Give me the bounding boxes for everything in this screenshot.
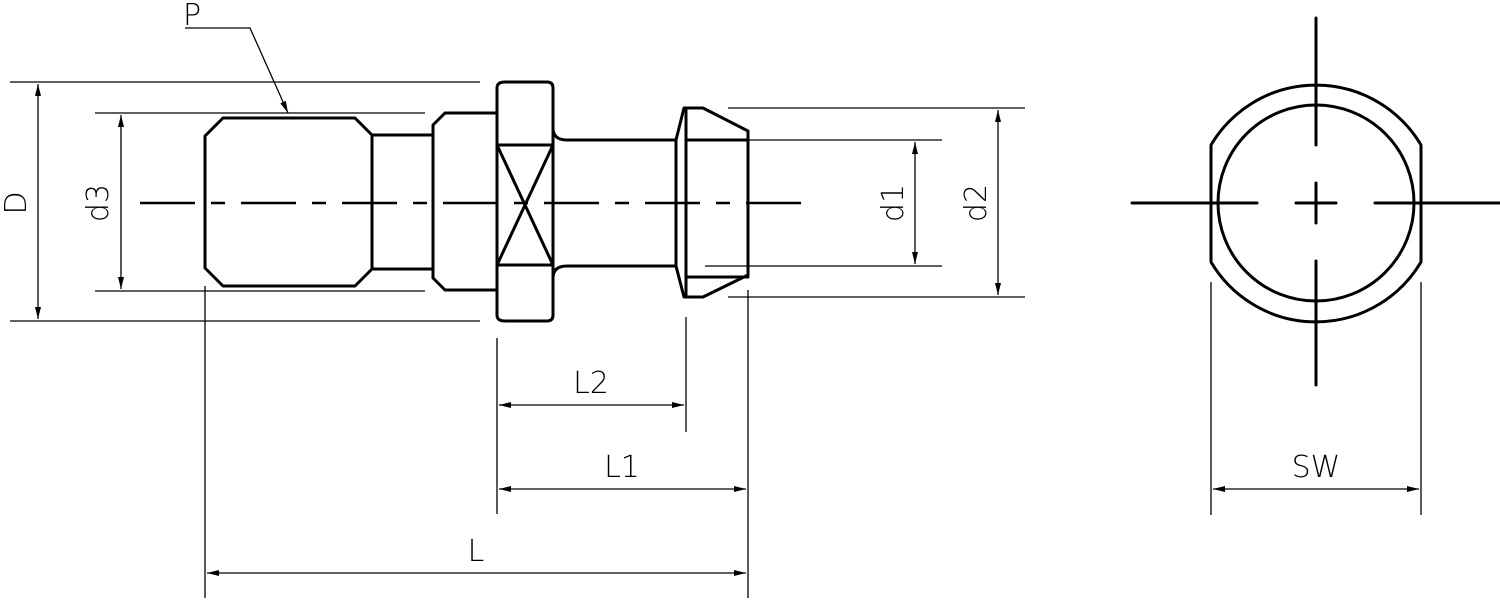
end-center-cross	[1130, 16, 1500, 387]
label-L: L	[468, 534, 485, 569]
hex-flat-lines	[495, 143, 555, 267]
shank	[551, 126, 678, 280]
label-d1: d1	[876, 184, 911, 222]
label-P: P	[183, 0, 201, 33]
end-view: SW	[1130, 16, 1500, 515]
label-d2: d2	[959, 184, 994, 222]
stud-head	[674, 106, 750, 299]
label-D: D	[0, 191, 34, 214]
label-L1: L1	[604, 450, 640, 485]
thread-section	[203, 116, 374, 288]
extension-lines	[10, 81, 1025, 598]
thread-neck	[370, 133, 435, 271]
label-d3: d3	[81, 184, 116, 222]
collar	[431, 111, 499, 292]
hex-outline	[1209, 83, 1423, 324]
side-view: P D d3 d1 d2 L2 L1 L	[0, 0, 1025, 598]
label-SW: SW	[1292, 450, 1341, 485]
leader-P	[185, 27, 289, 114]
label-L2: L2	[573, 366, 609, 401]
hex-flange	[495, 80, 555, 323]
